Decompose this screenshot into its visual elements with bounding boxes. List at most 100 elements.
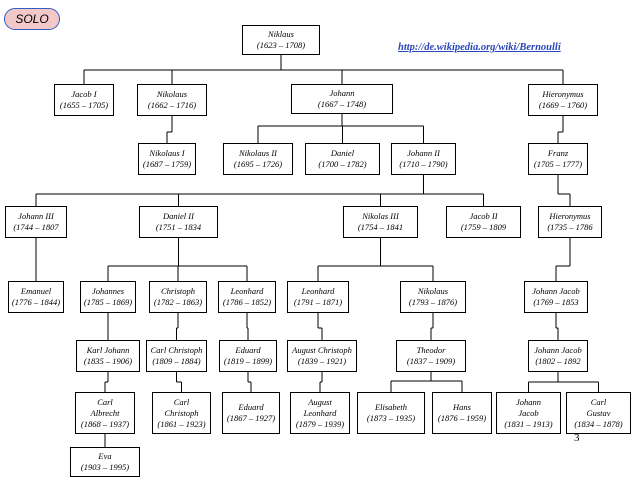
person-name: Leonhard: [230, 286, 264, 296]
person-node-nikolas-iii: Nikolas III(1754 – 1841: [343, 206, 418, 238]
person-name: Nikolas III: [362, 211, 399, 221]
page-number: 3: [574, 432, 580, 444]
person-name: Nikolaus I: [149, 148, 185, 158]
person-life-dates: (1839 – 1921): [297, 356, 347, 366]
person-name: Theodor: [416, 345, 446, 355]
person-name: Eva: [98, 451, 112, 461]
person-node-carl-christoph: Carl Christoph(1809 – 1884): [146, 340, 207, 372]
person-node-johann-iii: Johann III(1744 – 1807: [5, 206, 67, 238]
person-node-hieronymus: Hieronymus(1669 – 1760): [528, 84, 598, 116]
person-name: August: [308, 396, 332, 407]
person-node-jacob-i: Jacob I(1655 – 1705): [54, 84, 114, 116]
person-node-hieronymus-2: Hieronymus(1735 – 1786: [538, 206, 602, 238]
person-name: Jacob II: [469, 211, 498, 221]
person-life-dates: (1903 – 1995): [80, 462, 130, 472]
person-node-emanuel: Emanuel(1776 – 1844): [8, 281, 64, 313]
person-name: Franz: [547, 148, 569, 158]
person-name: Karl Johann: [86, 345, 130, 355]
person-life-dates: (1819 – 1899): [223, 356, 273, 366]
person-name: Nikolaus II: [238, 148, 277, 158]
person-node-eva: Eva(1903 – 1995): [70, 447, 140, 477]
person-node-jacob-ii: Jacob II(1759 – 1809: [446, 206, 521, 238]
person-node-johann-jacob-2: Johann Jacob(1802 – 1892: [528, 340, 588, 372]
person-name: Elisabeth: [374, 402, 408, 412]
person-life-dates: (1791 – 1871): [293, 297, 343, 307]
person-name: Johann III: [18, 211, 54, 221]
person-life-dates: (1769 – 1853: [533, 297, 579, 307]
person-life-dates: (1802 – 1892: [535, 356, 581, 366]
person-life-dates: (1744 – 1807: [13, 222, 59, 232]
person-name: Nikolaus: [156, 89, 188, 99]
person-life-dates: (1687 – 1759): [142, 159, 192, 169]
person-life-dates: (1835 – 1906): [83, 356, 133, 366]
person-name: Johann Jacob: [532, 286, 580, 296]
person-node-johann-jacob-1: Johann Jacob(1769 – 1853: [524, 281, 588, 313]
person-name: Emanuel: [20, 286, 52, 296]
person-node-hans: Hans(1876 – 1959): [432, 392, 492, 434]
person-name: Jacob: [518, 407, 539, 418]
person-node-eduard-2: Eduard(1867 – 1927): [222, 392, 280, 434]
person-name: Christoph: [164, 407, 199, 418]
person-life-dates: (1834 – 1878): [574, 418, 623, 429]
person-life-dates: (1831 – 1913): [504, 418, 553, 429]
person-life-dates: (1776 – 1844): [11, 297, 61, 307]
person-node-daniel: Daniel(1700 – 1782): [305, 143, 380, 175]
person-node-johann-ii: Johann II(1710 – 1790): [391, 143, 456, 175]
person-node-nikolaus: Nikolaus(1662 – 1716): [137, 84, 207, 116]
source-link[interactable]: http://de.wikipedia.org/wiki/Bernoulli: [398, 42, 561, 53]
person-life-dates: (1873 – 1935): [366, 413, 416, 423]
person-node-elisabeth: Elisabeth(1873 – 1935): [357, 392, 425, 434]
person-life-dates: (1655 – 1705): [59, 100, 109, 110]
person-name: Johannes: [91, 286, 125, 296]
person-name: Carl: [590, 396, 607, 407]
person-node-leonhard-1: Leonhard(1786 – 1852): [218, 281, 276, 313]
person-node-august-christoph: August Christoph(1839 – 1921): [287, 340, 357, 372]
person-name: Johann: [329, 88, 355, 98]
person-name: Niklaus: [268, 29, 294, 39]
person-node-daniel-ii: Daniel II(1751 – 1834: [139, 206, 218, 238]
person-name: Carl: [97, 396, 113, 407]
person-name: Albrecht: [90, 407, 120, 418]
person-name: Eduard: [235, 345, 261, 355]
person-life-dates: (1782 – 1863): [153, 297, 203, 307]
person-name: Gustav: [586, 407, 611, 418]
person-node-nikolaus-ii: Nikolaus II(1695 – 1726): [223, 143, 293, 175]
person-node-nikolaus-i: Nikolaus I(1687 – 1759): [138, 143, 196, 175]
person-node-christoph: Christoph(1782 – 1863): [149, 281, 207, 313]
person-node-theodor: Theodor(1837 – 1909): [396, 340, 466, 372]
person-life-dates: (1754 – 1841: [357, 222, 404, 232]
person-name: Hieronymus: [549, 211, 591, 221]
person-life-dates: (1623 – 1708): [256, 40, 306, 50]
person-life-dates: (1751 – 1834: [155, 222, 202, 232]
person-life-dates: (1793 – 1876): [408, 297, 458, 307]
person-name: Nikolaus: [417, 286, 449, 296]
solo-badge: SOLO: [4, 8, 60, 30]
person-node-karl-johann: Karl Johann(1835 – 1906): [76, 340, 140, 372]
person-life-dates: (1667 – 1748): [317, 99, 367, 109]
person-node-johann: Johann(1667 – 1748): [291, 84, 393, 114]
person-life-dates: (1879 – 1939): [295, 418, 345, 429]
person-life-dates: (1700 – 1782): [318, 159, 367, 169]
person-name: Eduard: [238, 402, 264, 412]
person-life-dates: (1785 – 1869): [83, 297, 133, 307]
person-life-dates: (1705 – 1777): [533, 159, 583, 169]
person-life-dates: (1695 – 1726): [233, 159, 283, 169]
person-life-dates: (1710 – 1790): [399, 159, 448, 169]
person-life-dates: (1876 – 1959): [437, 413, 487, 423]
person-name: Leonhard: [303, 407, 337, 418]
person-name: Christoph: [160, 286, 195, 296]
person-life-dates: (1809 – 1884): [152, 356, 201, 366]
person-name: Carl: [173, 396, 190, 407]
person-node-eduard-1: Eduard(1819 – 1899): [219, 340, 277, 372]
person-life-dates: (1867 – 1927): [226, 413, 276, 423]
person-name: Johann Jacob: [534, 345, 582, 355]
person-life-dates: (1868 – 1937): [80, 418, 130, 429]
person-life-dates: (1735 – 1786: [547, 222, 593, 232]
person-name: Leonhard: [301, 286, 335, 296]
